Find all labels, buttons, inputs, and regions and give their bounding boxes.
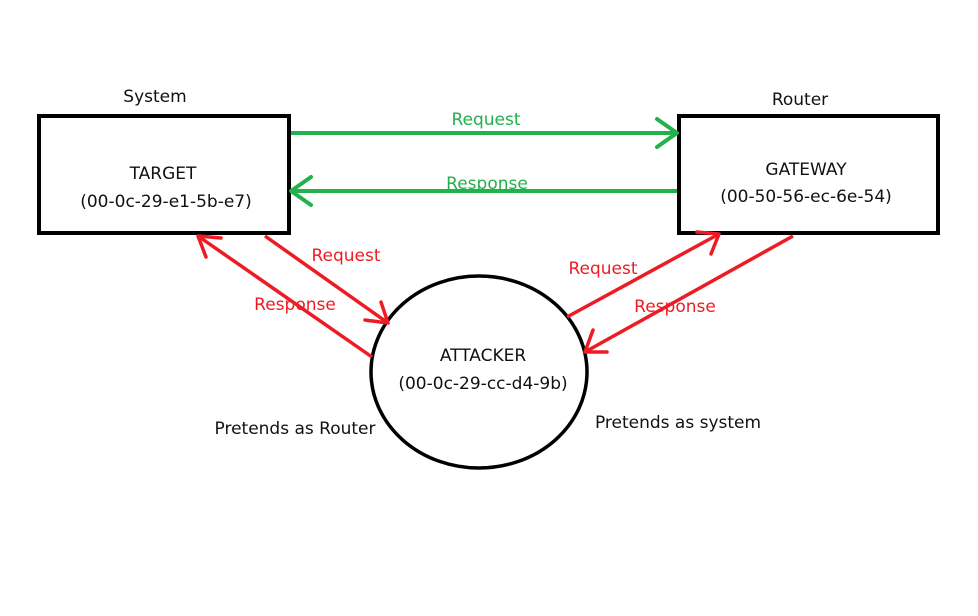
gateway-box — [677, 114, 940, 235]
direct-response-arrow — [289, 175, 677, 207]
router-label: Router — [772, 90, 828, 110]
attacker-node: ATTACKER (00-0c-29-cc-d4-9b) — [369, 274, 589, 470]
direct-response-label: Response — [446, 174, 528, 194]
gateway-node: GATEWAY (00-50-56-ec-6e-54) — [677, 114, 940, 235]
right-request-label: Request — [568, 259, 637, 279]
left-caption: Pretends as Router — [215, 419, 376, 439]
left-request-label: Request — [311, 246, 380, 266]
direct-request-label: Request — [451, 110, 520, 130]
target-mac: (00-0c-29-e1-5b-e7) — [80, 192, 252, 212]
right-response-label: Response — [634, 297, 716, 317]
attacker-circle — [369, 274, 589, 470]
attacker-mac: (00-0c-29-cc-d4-9b) — [398, 374, 567, 394]
gateway-mac: (00-50-56-ec-6e-54) — [720, 187, 892, 207]
right-request-arrow — [566, 230, 721, 319]
system-label: System — [123, 87, 186, 107]
target-node: TARGET (00-0c-29-e1-5b-e7) — [37, 114, 291, 235]
target-title: TARGET — [129, 164, 197, 184]
left-response-arrow — [196, 234, 373, 359]
right-response-arrow — [583, 234, 794, 354]
gateway-title: GATEWAY — [765, 160, 847, 180]
direct-request-arrow — [291, 117, 679, 149]
target-box — [37, 114, 291, 235]
attacker-title: ATTACKER — [440, 346, 527, 366]
left-response-label: Response — [254, 295, 336, 315]
right-caption: Pretends as system — [595, 413, 761, 433]
left-request-arrow — [263, 234, 390, 325]
